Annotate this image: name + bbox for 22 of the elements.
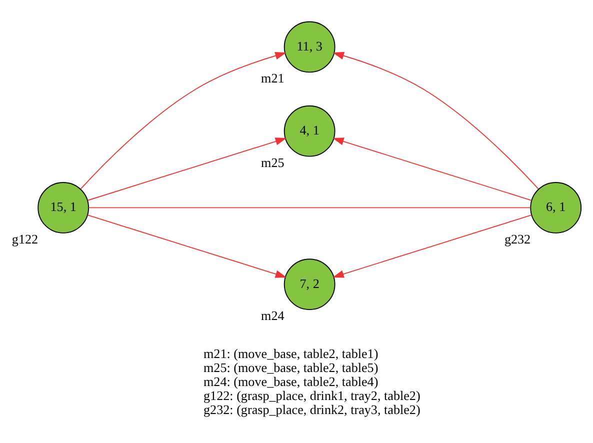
- label: m21: (move_base, table2, table1): [204, 346, 378, 361]
- label: m25: (move_base, table2, table5): [204, 360, 378, 375]
- arrow: [332, 52, 539, 190]
- node-label: g232: [504, 231, 531, 246]
- arrow: [87, 214, 287, 278]
- node-circle: 6, 1: [530, 182, 582, 234]
- node-circle: 15, 1: [38, 182, 90, 234]
- node-label: m21: [261, 70, 284, 86]
- node-label: g122: [12, 231, 38, 246]
- node-label: m24: [261, 308, 284, 324]
- node-circle: 4, 1: [284, 105, 336, 157]
- label: m24: (move_base, table2, table4): [204, 374, 378, 389]
- arrow: [332, 214, 532, 278]
- label: g232: (grasp_place, drink2, tray3, table2): [204, 402, 420, 417]
- arrow: [80, 52, 286, 190]
- label: g122: (grasp_place, drink1, tray2, table2): [204, 388, 420, 403]
- arrow: [87, 138, 287, 201]
- node-circle: 11, 3: [284, 21, 336, 73]
- node-label: m25: [261, 154, 284, 170]
- arrow: [332, 138, 532, 201]
- node-circle: 7, 2: [284, 258, 336, 310]
- connector: [88, 207, 531, 208]
